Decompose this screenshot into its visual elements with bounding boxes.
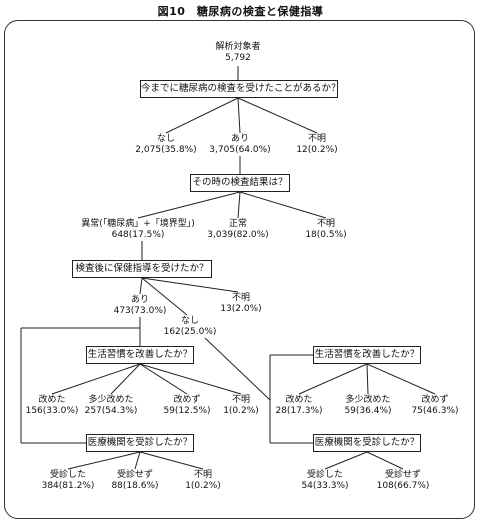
question-box-left-lifestyle: 生活習慣を改善したか？ <box>86 346 194 364</box>
connector-line <box>139 363 188 395</box>
question-box-checkup-result: その時の検査結果は？ <box>190 174 290 192</box>
answer-value: 1(0.2%) <box>185 481 221 491</box>
figure-title: 図10 糖尿病の検査と保健指導 <box>157 5 324 18</box>
answer-label: 受診せず <box>384 470 422 480</box>
answer-label: 異常(「糖尿病」+「境界型」) <box>81 219 195 229</box>
answer-left-visit-yes: 受診した 384(81.2%) <box>42 470 95 492</box>
connector-line <box>139 451 204 470</box>
answer-q2-unknown: 不明 18(0.5%) <box>305 219 346 241</box>
answer-value: 3,705(64.0%) <box>209 145 271 155</box>
connector-line <box>141 277 188 316</box>
answer-label: 受診した <box>306 470 344 480</box>
connector-line <box>366 363 436 395</box>
connector-line <box>324 451 368 470</box>
answer-label: 受診せず <box>116 470 154 480</box>
answer-value: 257(54.3%) <box>84 406 138 416</box>
answer-label: 正常 <box>228 219 248 229</box>
root-label: 解析対象者 <box>215 42 261 52</box>
question-box-checkup-ever: 今までに糖尿病の検査を受けたことがあるか？ <box>140 80 341 98</box>
answer-value: 88(18.6%) <box>111 481 159 491</box>
answer-left-visit-unknown: 不明 1(0.2%) <box>185 470 221 492</box>
answer-left-lifestyle-somewhat: 多少改めた 257(54.3%) <box>85 395 138 417</box>
answer-label: なし <box>156 134 176 144</box>
connector-line <box>137 191 241 219</box>
answer-value: 12(0.2%) <box>296 145 338 155</box>
answer-value: 28(17.3%) <box>275 406 323 416</box>
answer-right-visit-no: 受診せず 108(66.7%) <box>377 470 430 492</box>
connector-line <box>298 363 368 395</box>
question-box-right-visit: 医療機関を受診したか？ <box>313 434 421 452</box>
connector-line <box>366 363 369 395</box>
connector-line <box>165 97 239 134</box>
answer-value: 384(81.2%) <box>41 481 95 491</box>
answer-label: 改めた <box>38 395 66 405</box>
answer-right-lifestyle-improved: 改めた 28(17.3%) <box>275 395 322 417</box>
answer-label: あり <box>230 134 250 144</box>
answer-left-lifestyle-improved: 改めた 156(33.0%) <box>26 395 79 417</box>
connector-line <box>237 191 241 219</box>
connector-line <box>366 451 404 470</box>
answer-q1-yes: あり 3,705(64.0%) <box>209 134 270 156</box>
answer-value: 75(46.3%) <box>411 406 459 416</box>
answer-right-lifestyle-not: 改めず 75(46.3%) <box>411 395 458 417</box>
answer-right-lifestyle-somewhat: 多少改めた 59(36.4%) <box>344 395 391 417</box>
answer-label: あり <box>130 295 150 305</box>
answer-label: 多少改めた <box>88 395 134 405</box>
answer-value: 59(12.5%) <box>163 406 211 416</box>
answer-value: 648(17.5%) <box>111 230 165 240</box>
answer-value: 473(73.0%) <box>113 306 167 316</box>
answer-q3-unknown: 不明 13(2.0%) <box>220 293 261 315</box>
answer-value: 54(33.3%) <box>301 481 349 491</box>
question-box-right-lifestyle: 生活習慣を改善したか？ <box>313 346 421 364</box>
connector-line <box>139 363 242 395</box>
answer-q2-normal: 正常 3,039(82.0%) <box>207 219 268 241</box>
answer-value: 18(0.5%) <box>305 230 347 240</box>
connector-line <box>141 277 239 293</box>
answer-q3-yes: あり 473(73.0%) <box>114 295 167 317</box>
answer-value: 2,075(35.8%) <box>135 145 197 155</box>
answer-value: 156(33.0%) <box>25 406 79 416</box>
answer-label: 不明 <box>231 395 250 405</box>
answer-right-visit-yes: 受診した 54(33.3%) <box>301 470 348 492</box>
connector-line <box>237 97 241 134</box>
answer-q3-no: なし 162(25.0%) <box>164 316 217 338</box>
answer-label: 改めず <box>173 395 201 405</box>
answer-value: 59(36.4%) <box>344 406 392 416</box>
answer-label: 改めた <box>285 395 313 405</box>
connector-line <box>204 337 271 401</box>
answer-label: 受診した <box>49 470 87 480</box>
answer-label: 不明 <box>231 293 250 303</box>
answer-left-lifestyle-not: 改めず 59(12.5%) <box>163 395 210 417</box>
answer-left-visit-no: 受診せず 88(18.6%) <box>111 470 158 492</box>
connector-line <box>67 451 141 470</box>
answer-label: なし <box>180 316 200 326</box>
answer-q1-none: なし 2,075(35.8%) <box>135 134 196 156</box>
answer-value: 1(0.2%) <box>223 406 259 416</box>
connector-line <box>51 363 141 395</box>
answer-label: 改めず <box>421 395 449 405</box>
answer-q1-unknown: 不明 12(0.2%) <box>296 134 337 156</box>
connector-line <box>237 97 318 134</box>
connector-line <box>134 451 141 470</box>
answer-label: 不明 <box>193 470 212 480</box>
answer-value: 162(25.0%) <box>163 327 217 337</box>
root-value: 5,792 <box>225 53 251 63</box>
connector-line <box>239 191 327 219</box>
answer-value: 13(2.0%) <box>220 304 262 314</box>
question-box-left-visit: 医療機関を受診したか？ <box>86 434 194 452</box>
answer-label: 多少改めた <box>345 395 391 405</box>
answer-label: 不明 <box>316 219 335 229</box>
root-node: 解析対象者 5,792 <box>215 42 260 64</box>
question-box-guidance: 検査後に保健指導を受けたか？ <box>72 260 212 278</box>
answer-left-lifestyle-unknown: 不明 1(0.2%) <box>223 395 259 417</box>
answer-value: 3,039(82.0%) <box>207 230 269 240</box>
diagram-frame <box>4 20 475 519</box>
answer-label: 不明 <box>307 134 326 144</box>
answer-value: 108(66.7%) <box>376 481 430 491</box>
connector-line <box>139 277 143 295</box>
answer-q2-abnormal: 異常(「糖尿病」+「境界型」) 648(17.5%) <box>81 219 195 241</box>
connector-line <box>110 363 141 395</box>
